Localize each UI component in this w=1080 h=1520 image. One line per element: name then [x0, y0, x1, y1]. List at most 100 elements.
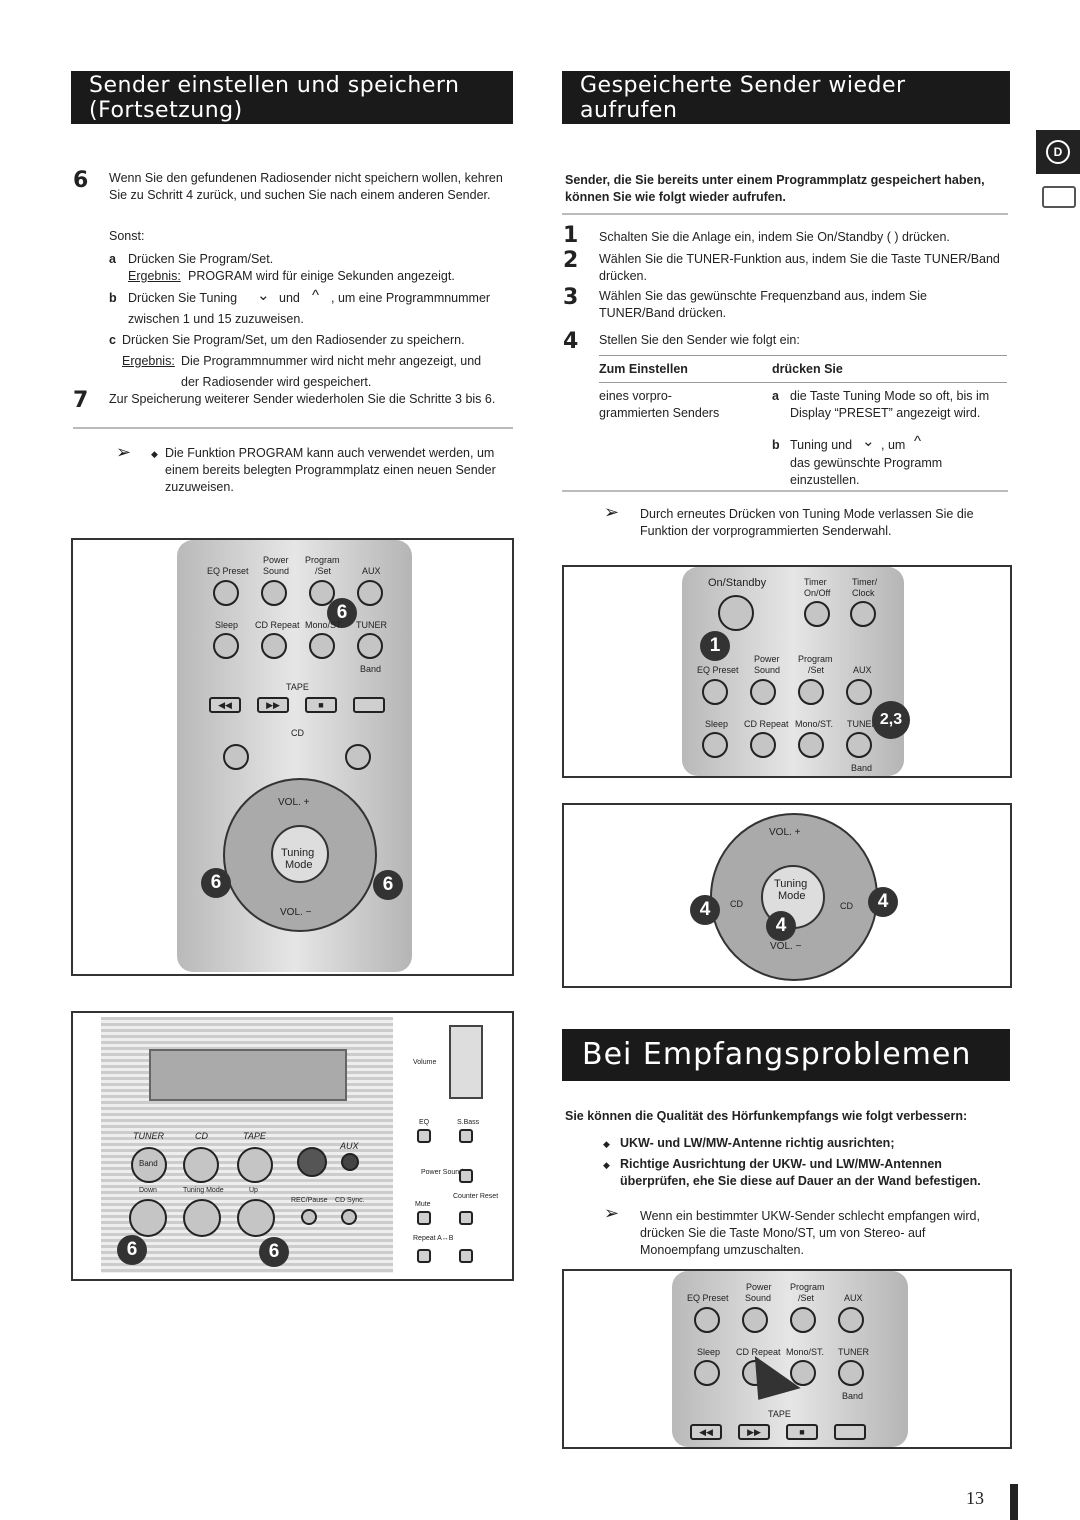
- label-band: Band: [842, 1391, 864, 1401]
- label-cd-repeat: CD Repeat: [736, 1347, 781, 1357]
- item-c-result-label: Ergebnis:: [122, 354, 175, 368]
- aux-button[interactable]: [357, 580, 383, 606]
- tape-ff-button[interactable]: ▶▶: [257, 697, 289, 713]
- callout-6-panel-left: 6: [117, 1235, 147, 1265]
- tape-rewind-button[interactable]: ◀◀: [209, 697, 241, 713]
- sleep-button[interactable]: [213, 633, 239, 659]
- panel-sbass-button[interactable]: [459, 1129, 473, 1143]
- tuning-mode-button[interactable]: [271, 825, 329, 883]
- timer-button[interactable]: [804, 601, 830, 627]
- panel-aux-knob[interactable]: [297, 1147, 327, 1177]
- volume-slider[interactable]: [449, 1025, 483, 1099]
- step-6-text: Wenn Sie den gefundenen Radiosender nich…: [109, 171, 503, 202]
- item-a-text: Drücken Sie Program/Set.: [128, 252, 274, 266]
- aux-button[interactable]: [838, 1307, 864, 1333]
- program-set-button[interactable]: [798, 679, 824, 705]
- problems-note: Wenn ein bestimmter UKW-Sender schlecht …: [640, 1209, 980, 1257]
- panel-counter-reset-button[interactable]: [459, 1211, 473, 1225]
- divider: [73, 427, 513, 429]
- tape-extra-button[interactable]: [834, 1424, 866, 1440]
- cd-play-pause-button[interactable]: [345, 744, 371, 770]
- panel-label-tuning-mode: Tuning Mode: [183, 1187, 224, 1194]
- tuner-button[interactable]: [357, 633, 383, 659]
- tuner-band-button[interactable]: [846, 732, 872, 758]
- label-sleep: Sleep: [215, 620, 239, 630]
- step-7-text: Zur Speicherung weiterer Sender wiederho…: [109, 392, 496, 406]
- label-vol-minus: VOL. −: [770, 941, 802, 952]
- panel-aux-button[interactable]: [341, 1153, 359, 1171]
- label-eq-preset: EQ Preset: [207, 566, 249, 576]
- panel-tape-button[interactable]: [237, 1147, 273, 1183]
- panel-tuning-mode-button[interactable]: [183, 1199, 221, 1237]
- cd-repeat-button[interactable]: [261, 633, 287, 659]
- label-set: /Set: [798, 1293, 815, 1303]
- tape-stop-button[interactable]: ■: [786, 1424, 818, 1440]
- sleep-button[interactable]: [694, 1360, 720, 1386]
- item-a-result: PROGRAM wird für einige Sekunden angezei…: [188, 269, 455, 283]
- chevron-down-icon: ⌄: [257, 287, 270, 304]
- panel-down-button[interactable]: [129, 1199, 167, 1237]
- mono-st-button[interactable]: [790, 1360, 816, 1386]
- panel-eq-button[interactable]: [417, 1129, 431, 1143]
- step-6-number: 6: [73, 168, 89, 193]
- sleep-button[interactable]: [702, 732, 728, 758]
- eq-preset-button[interactable]: [694, 1307, 720, 1333]
- panel-power-sound-button[interactable]: [459, 1169, 473, 1183]
- remote-illustration-right: On/Standby Timer On/Off Timer/ Clock 1 P…: [562, 565, 1012, 778]
- item-b-and: und: [279, 291, 300, 305]
- eq-preset-button[interactable]: [702, 679, 728, 705]
- timer-clock-button[interactable]: [850, 601, 876, 627]
- program-set-button[interactable]: [790, 1307, 816, 1333]
- label-eq-preset: EQ Preset: [697, 665, 739, 675]
- label-timer: Timer: [804, 577, 827, 587]
- label-band: Band: [851, 763, 873, 773]
- panel-band-button[interactable]: [131, 1147, 167, 1183]
- eq-preset-button[interactable]: [213, 580, 239, 606]
- note-arrow-icon: ➢: [116, 442, 132, 462]
- label-power: Power: [746, 1282, 772, 1292]
- callout-6: 6: [327, 598, 357, 628]
- cd-repeat-button[interactable]: [742, 1360, 768, 1386]
- tape-stop-button[interactable]: ■: [305, 697, 337, 713]
- mono-st-button[interactable]: [798, 732, 824, 758]
- tape-extra-button[interactable]: [353, 697, 385, 713]
- panel-rec-pause-button[interactable]: [301, 1209, 317, 1225]
- table-b-letter: b: [772, 438, 780, 452]
- sound-button[interactable]: [750, 679, 776, 705]
- label-sleep: Sleep: [697, 1347, 721, 1357]
- label-program: Program: [305, 555, 340, 565]
- label-program: Program: [790, 1282, 825, 1292]
- label-tuning: Tuning: [774, 878, 808, 890]
- tape-rewind-button[interactable]: ◀◀: [690, 1424, 722, 1440]
- cd-repeat-button[interactable]: [750, 732, 776, 758]
- panel-repeat-button[interactable]: [417, 1249, 431, 1263]
- recall-note: Durch erneutes Drücken von Tuning Mode v…: [640, 507, 974, 538]
- label-aux: AUX: [853, 665, 872, 675]
- panel-extra-button[interactable]: [459, 1249, 473, 1263]
- label-tape: TAPE: [286, 682, 309, 692]
- label-tuning: Tuning: [281, 847, 315, 859]
- sound-button[interactable]: [261, 580, 287, 606]
- panel-mute-button[interactable]: [417, 1211, 431, 1225]
- panel-cd-play-button[interactable]: [183, 1147, 219, 1183]
- label-set: /Set: [808, 665, 825, 675]
- callout-4-right: 4: [868, 887, 898, 917]
- tape-ff-button[interactable]: ▶▶: [738, 1424, 770, 1440]
- aux-button[interactable]: [846, 679, 872, 705]
- mono-st-button[interactable]: [309, 633, 335, 659]
- power-icon[interactable]: [718, 595, 754, 631]
- label-sound: Sound: [754, 665, 781, 675]
- label-mono-st: Mono/ST.: [305, 620, 344, 630]
- cd-stop-button[interactable]: [223, 744, 249, 770]
- panel-cd-sync-button[interactable]: [341, 1209, 357, 1225]
- panel-label-cd-sync: CD Sync.: [335, 1197, 365, 1204]
- tuner-button[interactable]: [838, 1360, 864, 1386]
- note-arrow-icon: ➢: [604, 502, 620, 522]
- note-arrow-icon: ➢: [604, 1203, 620, 1223]
- recall-step-2-text: Wählen Sie die TUNER-Funktion aus, indem…: [599, 252, 1000, 283]
- note-bullet-icon: ◆: [151, 449, 158, 459]
- sound-button[interactable]: [742, 1307, 768, 1333]
- panel-up-button[interactable]: [237, 1199, 275, 1237]
- recall-intro: Sender, die Sie bereits unter einem Prog…: [565, 173, 985, 204]
- label-cd-right: CD: [840, 901, 853, 911]
